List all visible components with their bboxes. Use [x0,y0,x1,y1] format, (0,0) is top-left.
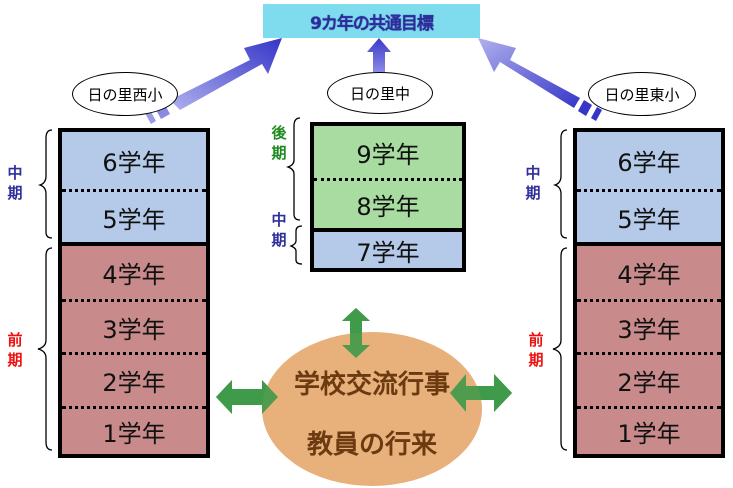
middle-school-grades: 9学年 8学年 7学年 [310,122,466,272]
east-elementary-grades: 6学年 5学年 4学年 3学年 2学年 1学年 [573,128,725,458]
right-mid-brace [552,129,568,239]
mid-mid-brace [289,225,303,265]
east-elementary-label: 日の里東小 [588,72,696,116]
teacher-exchange: 教員の行来 [306,430,437,460]
west-elementary-label: 日の里西小 [72,72,178,116]
grade-cell: 2学年 [577,352,721,406]
right-early-brace [552,247,568,451]
grade-cell: 9学年 [314,126,462,178]
grade-cell: 2学年 [62,352,206,406]
right-mid-period-label: 中期 [525,164,541,202]
common-goal-title: 9カ年の共通目標 [310,13,434,34]
middle-school-label: 日の里中 [327,72,433,114]
grade-cell: 6学年 [577,132,721,189]
braces [37,117,568,451]
grade-cell: 4学年 [577,242,721,299]
grade-cell: 3学年 [62,299,206,352]
common-goal-banner: 9カ年の共通目標 [263,4,480,38]
grade-cell: 7学年 [314,228,462,268]
exchange-ellipse [262,332,482,486]
grade-cell: 5学年 [62,189,206,242]
grade-cell: 8学年 [314,178,462,228]
left-mid-period-label: 中期 [7,164,23,202]
grade-cell: 5学年 [577,189,721,242]
grade-cell: 1学年 [62,406,206,454]
grade-cell: 1学年 [577,406,721,454]
right-early-period-label: 前期 [528,331,544,369]
mid-late-brace [285,117,301,221]
left-early-period-label: 前期 [7,331,23,369]
left-mid-brace [37,129,53,239]
mid-mid-period-label: 中期 [271,211,287,249]
east-goal-arrow [478,38,602,121]
mid-late-period-label: 後期 [271,124,287,162]
grade-cell: 3学年 [577,299,721,352]
grade-cell: 6学年 [62,132,206,189]
left-early-brace [37,247,53,451]
grade-cell: 4学年 [62,242,206,299]
school-exchange-events: 学校交流行事 [293,370,450,400]
west-elementary-grades: 6学年 5学年 4学年 3学年 2学年 1学年 [58,128,210,458]
